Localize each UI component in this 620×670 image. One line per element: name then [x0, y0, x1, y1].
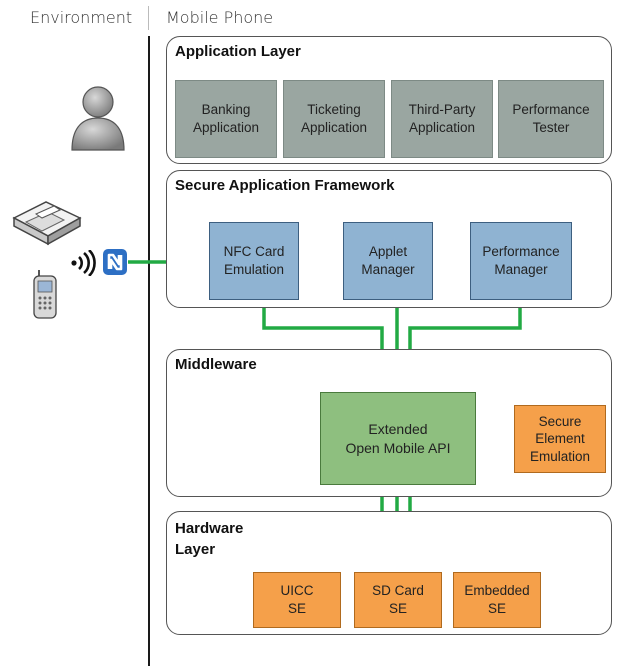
hardware-layer-title: Hardware Layer [175, 520, 244, 558]
ticketing-application-box: Ticketing Application [283, 80, 385, 158]
card-reader-icon [12, 201, 82, 246]
performance-manager-box: Performance Manager [470, 222, 572, 300]
environment-heading: Environment [30, 8, 133, 27]
third-party-application-box: Third-Party Application [391, 80, 493, 158]
performance-tester-box: Performance Tester [498, 80, 604, 158]
extended-open-mobile-api-box: Extended Open Mobile API [320, 392, 476, 485]
banking-application-box: Banking Application [175, 80, 277, 158]
mobile-phone-icon [33, 270, 57, 319]
mobile-phone-heading: Mobile Phone [166, 8, 274, 27]
uicc-se-box: UICC SE [253, 572, 341, 628]
middleware-layer-title: Middleware [175, 356, 257, 373]
applet-manager-box: Applet Manager [343, 222, 433, 300]
application-layer-title: Application Layer [175, 43, 301, 60]
framework-layer-title: Secure Application Framework [175, 177, 395, 194]
environment-boundary [148, 36, 150, 666]
nfc-card-emulation-box: NFC Card Emulation [209, 222, 299, 300]
secure-element-emulation-box: Secure Element Emulation [514, 405, 606, 473]
header-divider [148, 6, 149, 30]
user-icon [71, 86, 125, 151]
nfc-logo-icon [103, 249, 127, 275]
embedded-se-box: Embedded SE [453, 572, 541, 628]
wireless-signal-icon [71, 250, 96, 276]
sd-card-se-box: SD Card SE [354, 572, 442, 628]
